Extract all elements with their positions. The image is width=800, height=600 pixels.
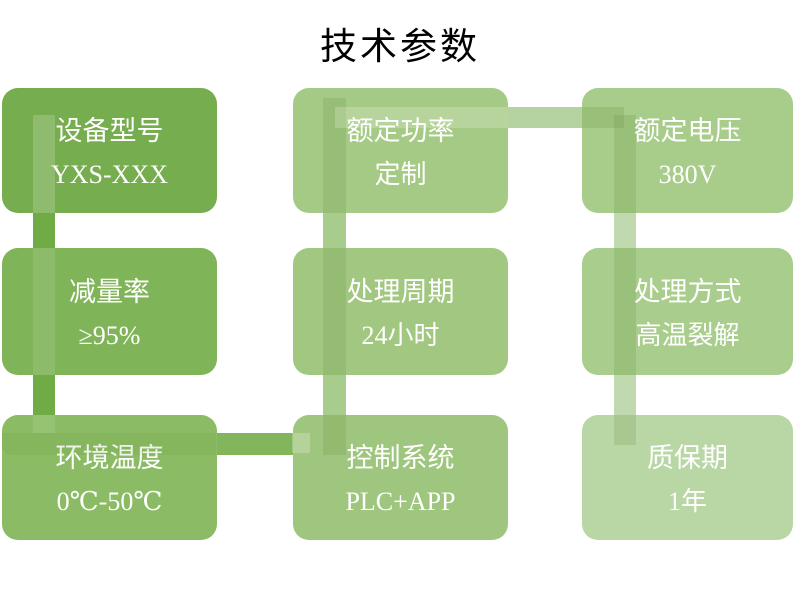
card-control-system: 控制系统 PLC+APP bbox=[293, 415, 508, 540]
card-label: 处理方式 bbox=[633, 276, 742, 307]
card-label: 设备型号 bbox=[55, 115, 164, 146]
card-value: ≥95% bbox=[78, 321, 141, 351]
card-value: 定制 bbox=[374, 160, 427, 190]
card-value: YXS-XXX bbox=[51, 160, 168, 190]
card-reduction-rate: 减量率 ≥95% bbox=[2, 248, 217, 375]
card-ambient-temperature: 环境温度 0℃-50℃ bbox=[2, 415, 217, 540]
card-rated-power: 额定功率 定制 bbox=[293, 88, 508, 213]
card-device-model: 设备型号 YXS-XXX bbox=[2, 88, 217, 213]
card-label: 处理周期 bbox=[346, 276, 455, 307]
card-warranty: 质保期 1年 bbox=[582, 415, 793, 540]
card-value: PLC+APP bbox=[345, 487, 456, 517]
card-processing-method: 处理方式 高温裂解 bbox=[582, 248, 793, 375]
card-label: 额定电压 bbox=[633, 115, 742, 146]
card-rated-voltage: 额定电压 380V bbox=[582, 88, 793, 213]
card-value: 0℃-50℃ bbox=[56, 487, 163, 517]
card-processing-cycle: 处理周期 24小时 bbox=[293, 248, 508, 375]
card-value: 24小时 bbox=[361, 321, 440, 351]
card-value: 380V bbox=[658, 160, 717, 190]
card-label: 环境温度 bbox=[55, 442, 164, 473]
card-value: 高温裂解 bbox=[635, 321, 740, 351]
card-value: 1年 bbox=[667, 487, 707, 517]
card-label: 减量率 bbox=[69, 276, 150, 307]
card-label: 质保期 bbox=[647, 442, 728, 473]
card-label: 额定功率 bbox=[346, 115, 455, 146]
card-label: 控制系统 bbox=[346, 442, 455, 473]
page-title: 技术参数 bbox=[320, 26, 480, 67]
